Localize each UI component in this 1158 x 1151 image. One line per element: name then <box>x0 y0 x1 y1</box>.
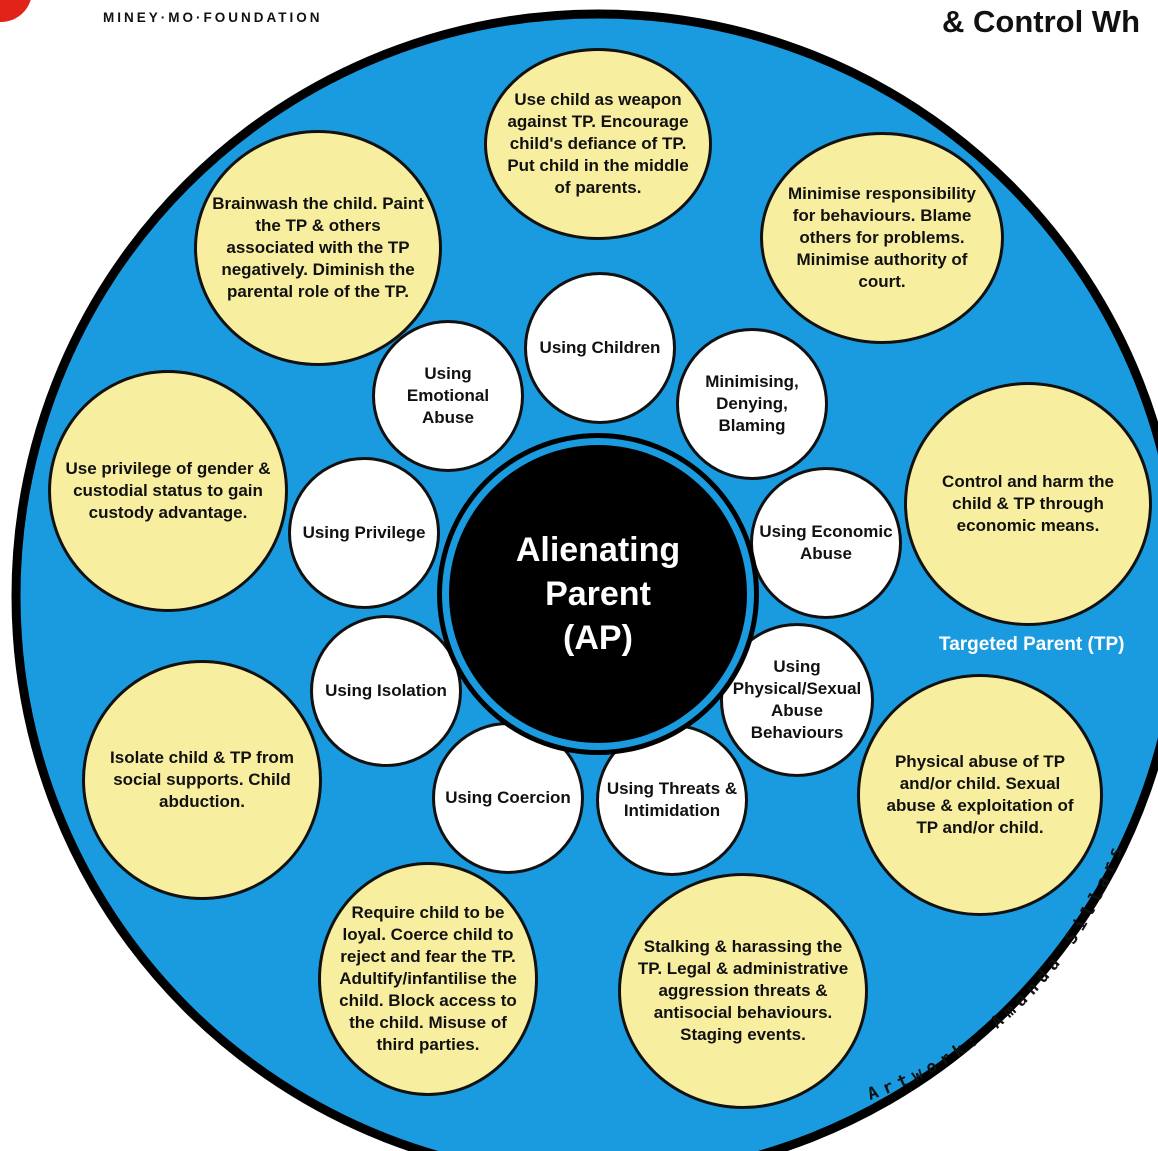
header-title-fragment: & Control Wh <box>942 4 1141 39</box>
description-economic-abuse: Control and harm the child & TP through … <box>904 382 1152 626</box>
tactic-using-economic-abuse: Using Economic Abuse <box>750 467 902 619</box>
tactic-minimising-denying-blaming: Minimising, Denying, Blaming <box>676 328 828 480</box>
center-line-1: Alienating <box>515 531 681 569</box>
description-minimising: Minimise responsibility for behaviours. … <box>760 132 1004 344</box>
description-privilege: Use privilege of gender & custodial stat… <box>48 370 288 612</box>
description-isolation: Isolate child & TP from social supports.… <box>82 660 322 900</box>
tactic-using-emotional-abuse: Using Emotional Abuse <box>372 320 524 472</box>
foundation-name: MINEY·MO·FOUNDATION <box>103 10 323 25</box>
description-emotional-abuse: Brainwash the child. Paint the TP & othe… <box>194 130 442 366</box>
tactic-using-coercion: Using Coercion <box>432 722 584 874</box>
tactic-using-privilege: Using Privilege <box>288 457 440 609</box>
tactic-using-children: Using Children <box>524 272 676 424</box>
center-line-3: (AP) <box>563 619 633 657</box>
center-line-2: Parent <box>545 575 651 613</box>
tactic-using-physical-sexual-abuse: Using Physical/Sexual Abuse Behaviours <box>720 623 874 777</box>
center-alienating-parent: Alienating Parent (AP) <box>449 445 747 743</box>
description-using-children: Use child as weapon against TP. Encourag… <box>484 48 712 240</box>
targeted-parent-label: Targeted Parent (TP) <box>939 634 1125 655</box>
tactic-using-threats-intimidation: Using Threats & Intimidation <box>596 724 748 876</box>
description-coercion: Require child to be loyal. Coerce child … <box>318 862 538 1096</box>
tactic-using-isolation: Using Isolation <box>310 615 462 767</box>
description-threats-intimidation: Stalking & harassing the TP. Legal & adm… <box>618 873 868 1109</box>
description-physical-sexual-abuse: Physical abuse of TP and/or child. Sexua… <box>857 674 1103 916</box>
